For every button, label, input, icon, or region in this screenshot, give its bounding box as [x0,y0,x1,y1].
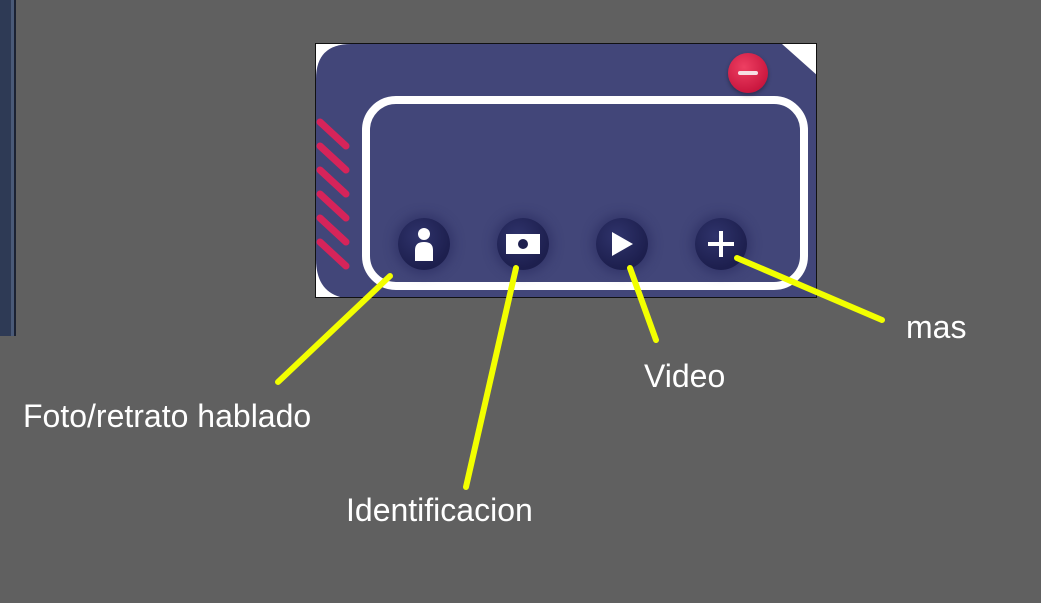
window-edge [0,0,16,336]
play-icon [612,232,633,256]
more-label: mas [906,309,967,345]
minus-icon [738,71,758,75]
person-icon [415,228,433,261]
video-button[interactable] [596,218,648,270]
photo-label: Foto/retrato hablado [23,398,312,434]
callout-line-id [463,265,519,490]
close-button[interactable] [728,53,768,93]
more-button[interactable] [695,218,747,270]
id-label: Identificacion [346,492,533,528]
id-button[interactable] [497,218,549,270]
plus-icon [708,231,734,257]
video-label: Video [644,358,726,394]
photo-button[interactable] [398,218,450,270]
ui-mockup [315,43,817,298]
stripe-decoration [316,118,350,270]
id-card-icon [506,234,540,254]
